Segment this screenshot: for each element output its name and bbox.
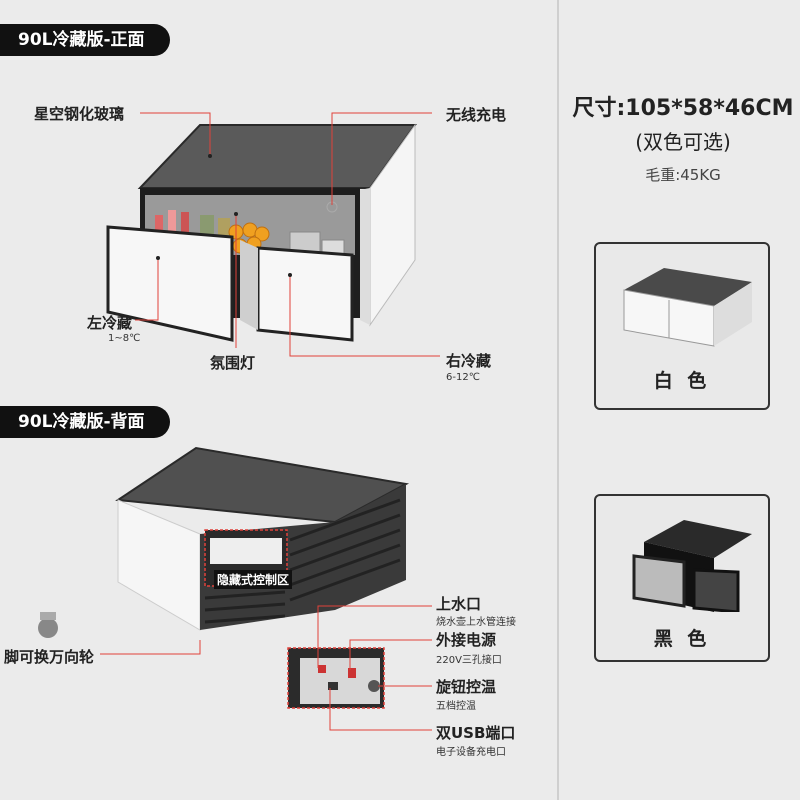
back-view-badge: 90L冷藏版-背面 [0,406,170,438]
variant-black-card[interactable]: 黑 色 [594,494,770,662]
control-area-label: 隐藏式控制区 [214,570,293,589]
spec-weight: 毛重:45KG [645,166,721,184]
feature-desc-knob: 五档控温 [436,701,476,712]
front-product-image [106,112,440,357]
variant-white-card[interactable]: 白 色 [594,242,770,410]
label-wheels: 脚可换万向轮 [4,648,95,666]
variant-white-label: 白 色 [653,370,711,392]
variant-black-label: 黑 色 [653,628,711,650]
feature-title-knob: 旋钮控温 [436,678,497,696]
column-divider [557,0,559,800]
front-view-badge: 90L冷藏版-正面 [0,24,170,56]
label-ambient-light: 氛围灯 [210,354,256,372]
feature-desc-water-inlet: 烧水壶上水管连接 [436,617,516,628]
feature-desc-power: 220V三孔接口 [436,655,502,666]
white-variant-image [623,268,752,347]
label-left-fridge: 左冷藏 [87,314,133,332]
spec-size: 尺寸:105*58*46CM [572,96,794,121]
feature-title-usb: 双USB端口 [436,724,516,742]
spec-colors-note: (双色可选) [635,130,731,154]
feature-desc-usb: 电子设备充电口 [436,747,506,758]
left-fridge-temp: 1~8℃ [108,333,141,344]
feature-title-water-inlet: 上水口 [436,595,482,613]
feature-title-power: 外接电源 [436,631,497,649]
black-variant-image [632,520,752,612]
label-wireless-charging: 无线充电 [446,106,507,124]
right-fridge-temp: 6-12℃ [446,372,480,383]
label-glass: 星空钢化玻璃 [34,105,125,123]
label-right-fridge: 右冷藏 [446,352,492,370]
